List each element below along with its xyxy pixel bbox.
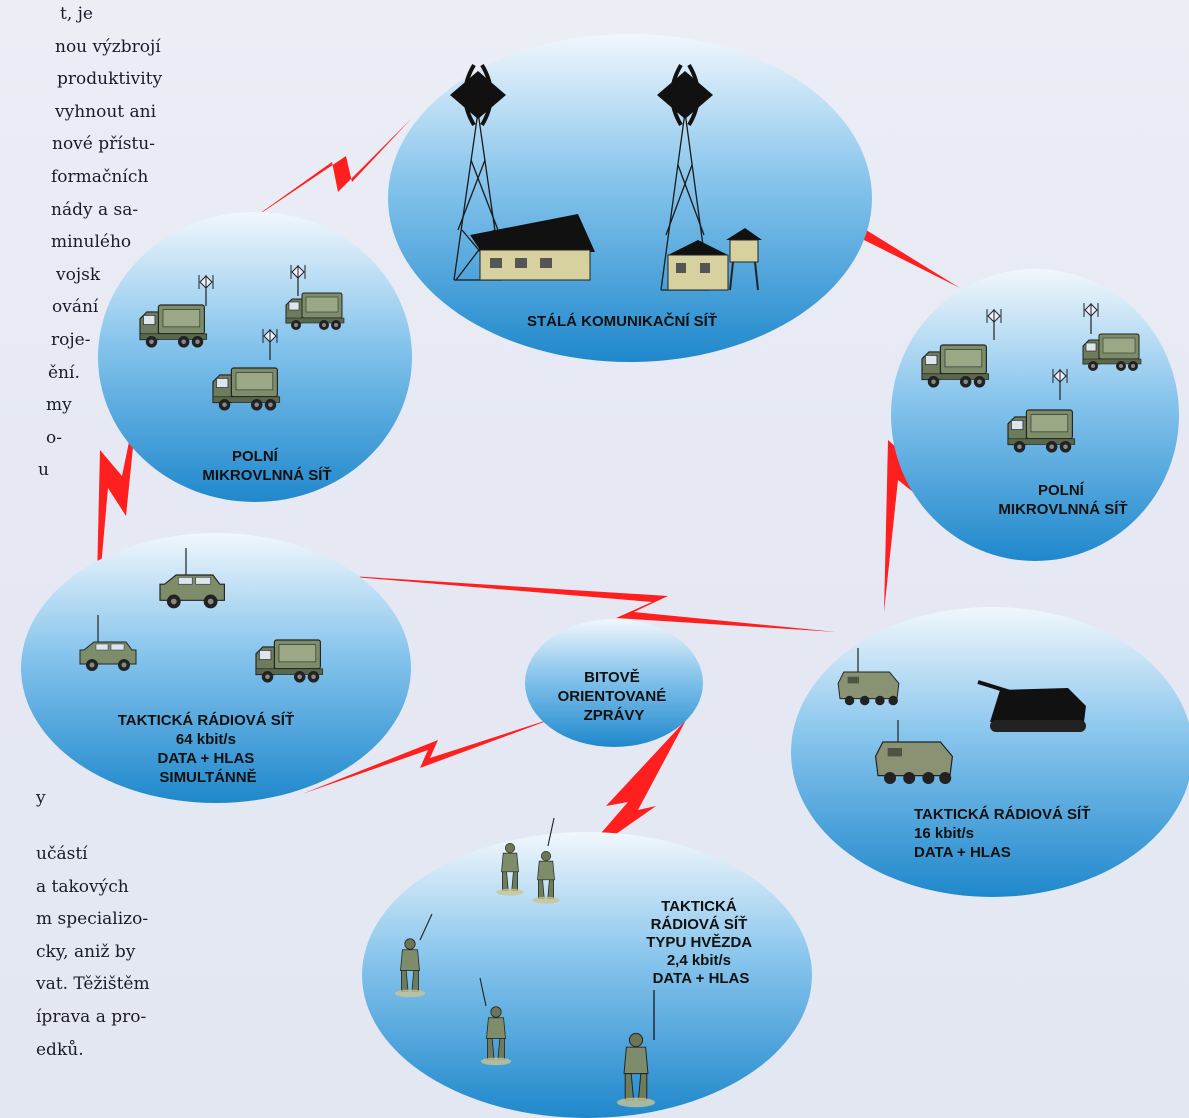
antenna-dish-icon	[450, 63, 506, 127]
star-network-ellipse	[362, 832, 812, 1118]
label-line: ZPRÁVY	[584, 707, 645, 724]
label-line: TAKTICKÁ	[661, 898, 737, 915]
label-line: RÁDIOVÁ SÍŤ	[651, 915, 748, 933]
text-line: íprava a pro-	[36, 1006, 147, 1027]
building	[667, 228, 762, 291]
fixed-network-label: STÁLÁ KOMUNIKAČNÍ SÍŤ	[527, 312, 717, 330]
label-line: DATA + HLAS	[653, 970, 750, 987]
text-line: roje-	[51, 329, 91, 350]
bit-oriented-messages-ellipse	[525, 619, 703, 747]
text-line: my	[46, 395, 72, 416]
text-line: nové přístu-	[52, 134, 155, 155]
text-line: ování	[52, 297, 99, 318]
fixed-network-art	[450, 63, 762, 291]
text-line: nou výzbrojí	[55, 36, 161, 57]
label-line: MIKROVLNNÁ SÍŤ	[998, 500, 1127, 518]
radio-link-bolt	[576, 720, 686, 862]
text-line: o-	[46, 427, 62, 448]
text-line: minulého	[51, 232, 132, 253]
text-line: produktivity	[57, 69, 163, 90]
node-labels: STÁLÁ KOMUNIKAČNÍ SÍŤ POLNÍ MIKROVLNNÁ S…	[118, 312, 1128, 987]
text-line: formačních	[51, 166, 149, 187]
label-line: DATA + HLAS	[914, 844, 1011, 861]
text-line: vat. Těžištěm	[36, 974, 150, 995]
field-microwave-left-label: POLNÍ MIKROVLNNÁ SÍŤ	[202, 448, 331, 484]
label-line: 2,4 kbit/s	[667, 952, 731, 969]
field-microwave-network-left	[98, 212, 412, 502]
text-line: t, je	[60, 4, 93, 24]
label-line: POLNÍ	[1038, 482, 1085, 499]
body-text-bottom: učástí a takových m specializo- cky, ani…	[0, 838, 150, 1066]
body-text-middle: y	[36, 782, 46, 815]
tactical-radio-16-art	[837, 648, 1086, 785]
text-line: edků.	[36, 1039, 84, 1060]
radio-tower	[453, 111, 505, 281]
label-line: SIMULTÁNNĚ	[159, 768, 256, 786]
label-line: 64 kbit/s	[176, 731, 236, 748]
label-line: TYPU HVĚZDA	[646, 933, 752, 951]
label-line: DATA + HLAS	[158, 750, 255, 767]
text-line: ění.	[48, 362, 80, 383]
armored-vehicle-icon	[874, 741, 954, 785]
tactical-radio-64-label: TAKTICKÁ RÁDIOVÁ SÍŤ 64 kbit/s DATA + HL…	[118, 711, 299, 786]
radio-link-bolt	[242, 118, 412, 226]
text-line: vojsk	[56, 264, 101, 285]
text-line: vyhnout ani	[55, 101, 157, 122]
body-text-top: t, je nou výzbrojí produktivity vyhnout …	[0, 0, 162, 487]
text-line: u	[38, 460, 49, 481]
tactical-radio-64-art	[79, 548, 324, 684]
bit-oriented-messages-label: BITOVĚ ORIENTOVANÉ ZPRÁVY	[558, 668, 671, 724]
text-line: a takových	[36, 876, 129, 897]
star-network-art	[394, 817, 656, 1108]
self-propelled-howitzer-icon	[977, 680, 1086, 732]
tactical-radio-16-label: TAKTICKÁ RÁDIOVÁ SÍŤ 16 kbit/s DATA + HL…	[914, 805, 1095, 861]
label-line: TAKTICKÁ RÁDIOVÁ SÍŤ	[914, 805, 1090, 823]
radio-link-bolt	[96, 398, 138, 624]
label-line: POLNÍ	[232, 448, 279, 465]
star-network-label: TAKTICKÁ RÁDIOVÁ SÍŤ TYPU HVĚZDA 2,4 kbi…	[646, 898, 755, 987]
text-line: nády a sa-	[51, 199, 139, 220]
text-line: cky, aniž by	[36, 941, 136, 962]
antenna-dish-icon	[657, 63, 713, 127]
tactical-radio-64-ellipse	[21, 533, 411, 803]
label-line: 16 kbit/s	[914, 825, 974, 842]
label-line: BITOVĚ	[584, 668, 640, 686]
label-line: MIKROVLNNÁ SÍŤ	[202, 466, 331, 484]
text-line: y	[36, 788, 46, 808]
radio-link-bolt	[302, 716, 560, 794]
armored-vehicle-icon	[837, 671, 900, 706]
label-line: STÁLÁ KOMUNIKAČNÍ SÍŤ	[527, 312, 717, 330]
text-line: učástí	[36, 844, 88, 864]
text-line: m specializo-	[36, 909, 149, 930]
building	[470, 214, 595, 281]
label-line: ORIENTOVANÉ	[558, 688, 667, 705]
label-line: TAKTICKÁ RÁDIOVÁ SÍŤ	[118, 711, 294, 729]
field-microwave-right-label: POLNÍ MIKROVLNNÁ SÍŤ	[998, 482, 1127, 518]
